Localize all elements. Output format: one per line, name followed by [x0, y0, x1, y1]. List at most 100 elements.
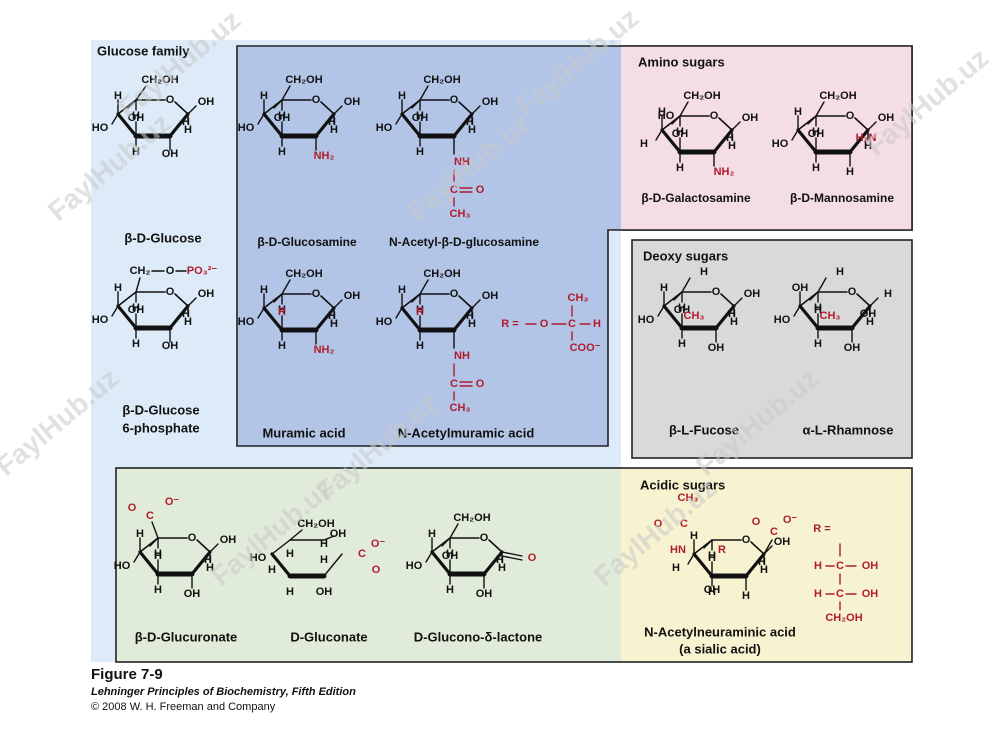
bond: [419, 85, 429, 101]
atom-label: H: [416, 340, 424, 352]
bond: [315, 319, 325, 331]
bond: [483, 563, 493, 575]
atom-label: H: [328, 310, 336, 322]
ring-oxygen: O: [312, 288, 321, 300]
atom-label: H: [468, 124, 476, 136]
atom-label: H: [132, 146, 140, 158]
atom-label: H: [466, 116, 474, 128]
bond: [458, 295, 473, 309]
atom-label: H: [730, 316, 738, 328]
atom-label: H: [286, 548, 294, 560]
atom-label: NH₂: [714, 166, 735, 178]
r-group-definition: R =: [813, 523, 830, 535]
bond: [174, 293, 189, 307]
bond: [673, 291, 683, 301]
bond: [662, 304, 684, 330]
bond: [679, 101, 689, 117]
bond: [851, 317, 861, 329]
atom-label: HN: [670, 544, 686, 556]
atom-label: H: [320, 554, 328, 566]
atom-label: H: [286, 586, 294, 598]
bond: [733, 297, 743, 307]
ring-oxygen: O: [450, 288, 459, 300]
bond: [715, 317, 725, 329]
atom-label: H: [836, 266, 844, 278]
label-beta-d-galactosamine: β-D-Galactosamine: [641, 191, 751, 205]
bond: [501, 555, 523, 561]
section-title-glucose-family: Glucose family: [97, 44, 190, 59]
bond: [453, 319, 463, 331]
atom-label: O: [528, 552, 537, 564]
atom-label: O: [752, 516, 761, 528]
atom-label: H: [466, 310, 474, 322]
bond: [798, 304, 820, 330]
bond: [187, 297, 197, 307]
atom-label: OH: [808, 128, 825, 140]
atom-label: OH: [482, 290, 499, 302]
bond: [671, 115, 681, 125]
atom-label: OH: [774, 536, 791, 548]
bond: [793, 305, 801, 317]
bond: [135, 85, 147, 101]
atom-label: H: [204, 554, 212, 566]
atom-label: C: [450, 378, 458, 390]
atom-label: H: [132, 302, 140, 314]
atom-label: R: [416, 306, 424, 318]
atom-label: H: [398, 284, 406, 296]
atom-label: OH: [860, 308, 877, 320]
atom-label: H: [708, 586, 716, 598]
bond: [687, 553, 695, 565]
bond: [273, 99, 283, 109]
atom-label: H: [700, 266, 708, 278]
bond: [271, 539, 291, 555]
bond: [419, 279, 429, 295]
section-title-deoxy-sugars: Deoxy sugars: [643, 249, 728, 264]
methyl-group: CH₃: [820, 310, 841, 322]
bond: [257, 113, 265, 125]
bond: [713, 141, 723, 153]
atom-label: O: [166, 265, 175, 277]
bond: [720, 293, 735, 307]
atom-label: H: [708, 550, 716, 562]
atom-label: CH₃: [450, 208, 471, 220]
atom-label: HO: [250, 552, 267, 564]
atom-label: O: [128, 502, 137, 514]
atom-label: HO: [406, 560, 423, 572]
atom-label: COO⁻: [570, 342, 601, 354]
atom-label: H: [154, 550, 162, 562]
atom-label: H: [708, 552, 716, 564]
bond: [449, 523, 459, 539]
bond: [281, 279, 291, 295]
atom-label: H: [398, 90, 406, 102]
atom-label: OH: [316, 586, 333, 598]
bond: [209, 543, 219, 553]
atom-label: CH₂: [130, 265, 151, 277]
bond: [323, 553, 343, 577]
bond: [856, 293, 871, 307]
ring-oxygen: O: [742, 534, 751, 546]
bond: [807, 115, 817, 125]
atom-label: H: [728, 140, 736, 152]
atom-label: H: [428, 528, 436, 540]
atom-label: OH: [742, 112, 759, 124]
atom-label: HO: [92, 122, 109, 134]
atom-label: C: [770, 526, 778, 538]
atom-label: H: [330, 124, 338, 136]
ring-oxygen: O: [710, 110, 719, 122]
bond: [809, 291, 819, 301]
atom-label: H: [726, 132, 734, 144]
bond: [441, 537, 451, 547]
atom-label: C: [836, 588, 844, 600]
bond: [660, 128, 682, 154]
bond: [657, 305, 665, 317]
atom-label: H: [330, 318, 338, 330]
atom-label: H: [416, 110, 424, 122]
atom-label: H: [114, 282, 122, 294]
bond: [169, 317, 179, 329]
atom-label: CH₃: [450, 402, 471, 414]
figure-copyright: © 2008 W. H. Freeman and Company: [91, 701, 276, 713]
bond: [458, 101, 473, 115]
atom-label: H: [278, 110, 286, 122]
atom-label: CH₂OH: [683, 90, 720, 102]
atom-label: O⁻: [783, 514, 798, 526]
